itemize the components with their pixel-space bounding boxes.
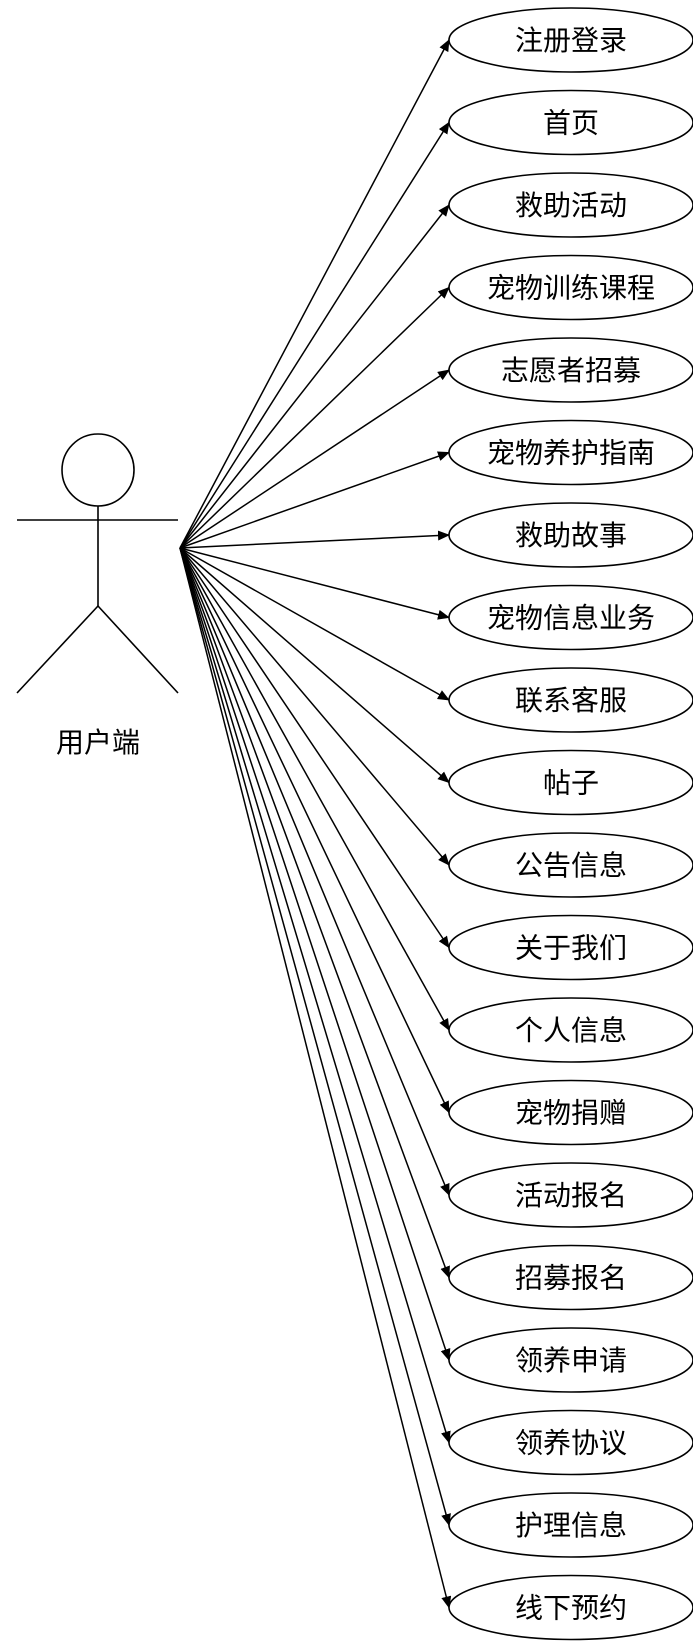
use-case: 联系客服 [448, 667, 693, 733]
use-case: 首页 [448, 89, 693, 156]
association-arrow [179, 204, 450, 549]
use-case: 关于我们 [448, 914, 693, 981]
association-arrow [179, 286, 450, 549]
actor-head [61, 433, 135, 507]
use-case-ellipse [448, 89, 693, 156]
use-case-label: 救助活动 [515, 189, 627, 222]
use-case-ellipse [448, 749, 693, 816]
association-arrow [179, 547, 450, 866]
use-case-ellipse [448, 667, 693, 733]
use-case-ellipse [448, 7, 693, 73]
use-case: 宠物训练课程 [448, 254, 693, 321]
association-arrow [179, 547, 452, 1609]
use-case-label: 线下预约 [515, 1592, 627, 1625]
use-case-ellipse [448, 1409, 693, 1476]
use-case-ellipse [448, 502, 693, 568]
use-case: 线下预约 [448, 1574, 693, 1641]
association-arrow [179, 39, 450, 549]
use-case-ellipse [448, 337, 693, 403]
use-case-label: 关于我们 [515, 932, 627, 965]
use-case-label: 宠物养护指南 [487, 437, 655, 470]
use-case-ellipse [448, 914, 693, 981]
use-case-label: 护理信息 [515, 1509, 627, 1542]
association-arrow [179, 530, 450, 549]
use-case-label: 救助故事 [515, 519, 627, 552]
use-case: 领养协议 [448, 1409, 693, 1476]
association-arrow [179, 547, 450, 1279]
use-case: 宠物捐赠 [448, 1079, 693, 1146]
use-case-ellipse [448, 1574, 693, 1641]
use-case-label: 志愿者招募 [501, 354, 641, 387]
use-case-ellipse [448, 1327, 693, 1393]
use-case-ellipse [448, 1244, 693, 1311]
use-case-label: 宠物信息业务 [487, 602, 655, 635]
use-case-ellipse [448, 1162, 693, 1228]
use-case-label: 招募报名 [515, 1262, 627, 1295]
use-case: 志愿者招募 [448, 337, 693, 403]
use-cases: 注册登录首页救助活动宠物训练课程志愿者招募宠物养护指南救助故事宠物信息业务联系客… [448, 7, 693, 1641]
use-case: 领养申请 [448, 1327, 693, 1393]
association-arrow [179, 369, 450, 549]
associations [179, 39, 452, 1609]
use-case-ellipse [448, 1492, 693, 1558]
use-case-label: 活动报名 [515, 1179, 627, 1212]
use-case-ellipse [448, 832, 693, 898]
use-case-label: 宠物训练课程 [487, 272, 655, 305]
association-arrow [179, 547, 450, 784]
association-arrow [179, 547, 451, 1444]
use-case-label: 帖子 [543, 767, 599, 800]
use-case-ellipse [448, 172, 693, 238]
use-case-label: 公告信息 [515, 849, 627, 882]
use-case: 注册登录 [448, 7, 693, 73]
use-case-ellipse [448, 419, 693, 486]
actor-right-leg [97, 605, 179, 694]
use-case: 护理信息 [448, 1492, 693, 1558]
use-case-label: 联系客服 [515, 684, 627, 717]
use-case-ellipse [448, 584, 693, 651]
association-arrow [179, 547, 450, 1031]
use-case: 个人信息 [448, 997, 693, 1063]
actor-left-leg [16, 605, 99, 694]
use-case-label: 领养协议 [515, 1427, 627, 1460]
use-case: 帖子 [448, 749, 693, 816]
use-case: 救助活动 [448, 172, 693, 238]
use-case-label: 宠物捐赠 [515, 1097, 627, 1130]
association-arrow [179, 547, 450, 949]
association-arrow [179, 121, 450, 549]
association-arrow [179, 547, 451, 1361]
actor-label: 用户端 [56, 726, 140, 759]
association-arrow [179, 547, 450, 1114]
use-case-label: 领养申请 [515, 1344, 627, 1377]
association-arrow [179, 451, 450, 549]
use-case-label: 注册登录 [515, 24, 627, 57]
use-case: 公告信息 [448, 832, 693, 898]
association-arrow [179, 547, 451, 1526]
association-arrow [179, 547, 450, 1196]
actor: 用户端 [16, 433, 179, 759]
use-case-label: 首页 [543, 107, 599, 140]
use-case-label: 个人信息 [515, 1014, 627, 1047]
use-case: 宠物信息业务 [448, 584, 693, 651]
use-case: 活动报名 [448, 1162, 693, 1228]
use-case-ellipse [448, 1079, 693, 1146]
use-case: 救助故事 [448, 502, 693, 568]
use-case: 宠物养护指南 [448, 419, 693, 486]
association-arrow [179, 547, 450, 620]
use-case: 招募报名 [448, 1244, 693, 1311]
association-arrow [179, 547, 450, 701]
use-case-ellipse [448, 997, 693, 1063]
use-case-ellipse [448, 254, 693, 321]
